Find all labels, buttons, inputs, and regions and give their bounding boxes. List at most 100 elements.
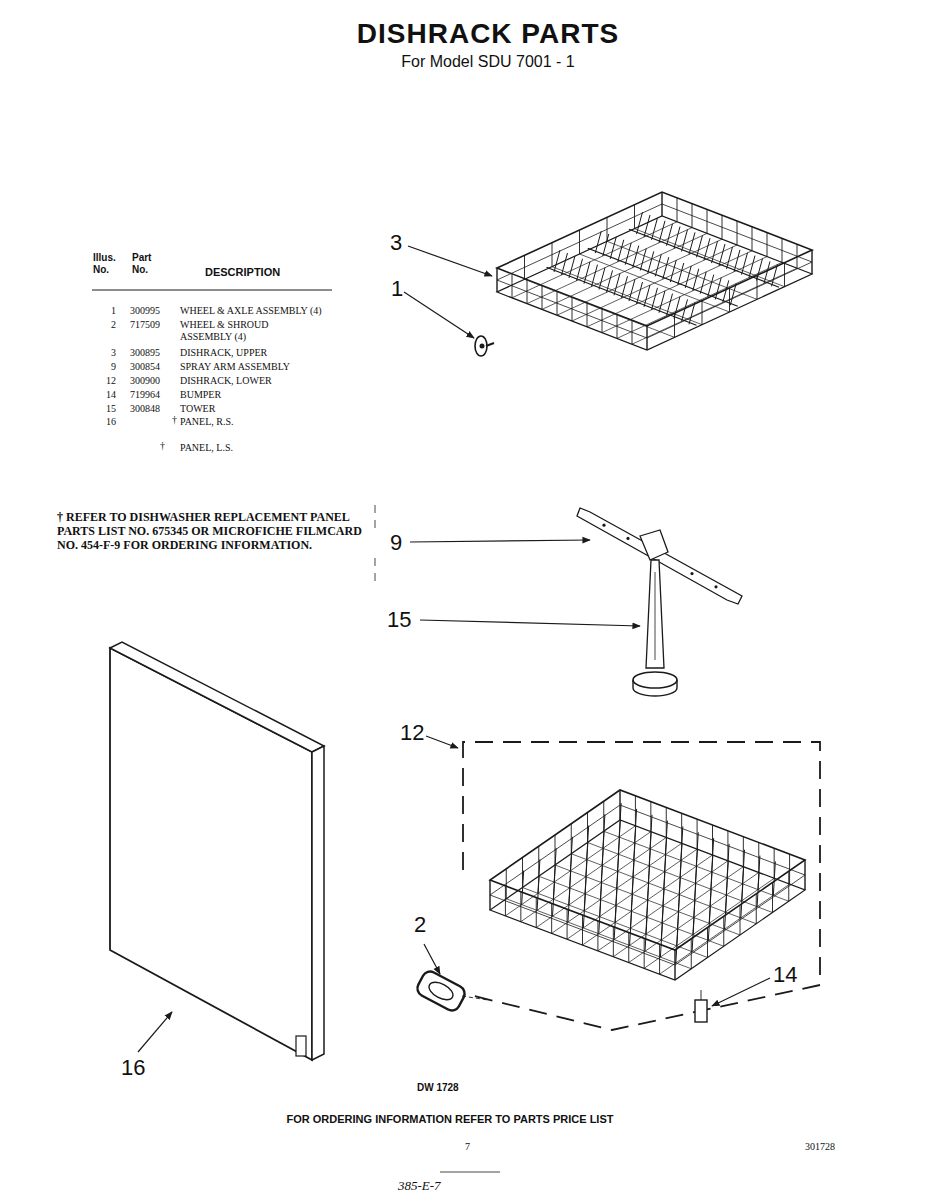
lower-rack-band [490,805,805,965]
lower-rack-tine [692,918,694,952]
upper-rack-tine [697,235,703,257]
upper-rack-tine [592,265,598,287]
upper-rack-tine [689,302,695,324]
upper-rack-upright [552,243,553,267]
lower-rack-tine [773,861,775,895]
callout-number: 9 [390,530,402,556]
dagger-mark: † [172,414,177,426]
upper-rack-tine [742,253,748,275]
upper-rack-floor-wire [580,254,730,312]
upper-rack-tine [700,272,706,294]
model-subtitle: For Model SDU 7001 - 1 [401,52,574,71]
tower-base [633,680,677,696]
lower-rack-upright [644,938,645,968]
upper-rack-tine [682,230,688,252]
upper-rack-upright [557,291,558,315]
lower-rack-upright [613,927,614,957]
tower [646,560,664,668]
wheel-shroud [415,969,468,1014]
drawing-number: DW 1728 [417,1082,459,1094]
lower-rack-tine [676,929,678,963]
illus-number: 12 [106,375,116,387]
illus-number: 2 [111,319,116,331]
lower-rack-tine [537,876,539,910]
callout-number: 3 [390,230,402,256]
part-description: BUMPER [180,389,221,401]
leader-line [712,978,770,1006]
part-description: TOWER [180,403,215,415]
callout-number: 15 [387,607,411,633]
spray-hole [602,524,605,527]
part-description: DISHRACK, LOWER [180,375,272,387]
upper-rack-upright [527,280,528,304]
lower-rack-upright [805,860,806,890]
upper-rack-upright [784,263,785,287]
wheel [475,336,487,356]
lower-rack-tine [757,873,759,907]
upper-rack-upright [647,326,648,350]
handwritten-code: 385-E-7 [398,1178,441,1194]
lower-rack-upright [675,950,676,980]
panel-face [110,648,312,1060]
upper-rack-upright [512,274,513,298]
upper-rack-tine [607,270,613,292]
upper-rack-base [497,216,812,350]
upper-rack-upright [579,230,580,254]
upper-rack-tine-bar [629,229,779,287]
upper-rack-tine [678,263,684,285]
upper-rack-tine [652,288,658,310]
upper-rack-upright [542,285,543,309]
part-number: 300895 [130,347,160,359]
upper-rack-upright [572,297,573,321]
part-number: 719964 [130,389,160,401]
upper-rack-tine [715,278,721,300]
tower-rib [655,572,656,660]
upper-rack-upright [497,268,498,292]
lower-rack-floor-wire [604,831,789,901]
upper-rack-upright [797,244,798,268]
callout-number: 2 [414,912,426,938]
illus-number: 9 [111,361,116,373]
leader-line [420,620,640,626]
illus-number: 14 [106,389,116,401]
upper-rack-tine [674,227,680,249]
part-number: 300848 [130,403,160,415]
upper-rack-rim [497,192,812,326]
upper-rack-tine [689,232,695,254]
margin-mark [375,558,376,566]
lower-rack-upright [707,928,708,958]
leader-line [424,944,440,974]
upper-rack-upright [782,238,783,262]
lower-rack-upright [628,933,629,963]
upper-rack-tine [569,256,575,278]
part-description: SPRAY ARM ASSEMBLY [180,361,290,373]
upper-rack-upright [737,221,738,245]
lower-rack-base [490,820,805,980]
lower-rack-upright [772,883,773,913]
upper-rack-upright [702,301,703,325]
upper-rack-tine [644,285,650,307]
upper-rack-tine [719,244,725,266]
upper-rack-tine [618,240,624,262]
page-number: 7 [465,1141,470,1153]
upper-rack-upright [812,250,813,274]
margin-mark [375,505,376,513]
lower-rack-tine [568,888,570,922]
upper-rack-floor-wire [552,267,702,325]
upper-rack-upright [497,268,498,292]
upper-rack-upright [692,204,693,228]
part-description: PANEL, L.S. [180,442,233,454]
upper-rack-tine [712,241,718,263]
lower-rack-upright [551,903,552,933]
part-number: 300854 [130,361,160,373]
lower-rack-upright [520,892,521,922]
lower-rack-upright [490,880,491,910]
lower-rack-upright [788,871,789,901]
upper-rack-tine [640,249,646,271]
upper-rack-tine [764,261,770,283]
upper-rack-upright [677,198,678,222]
upper-rack-upright [602,309,603,333]
upper-rack-upright [722,215,723,239]
